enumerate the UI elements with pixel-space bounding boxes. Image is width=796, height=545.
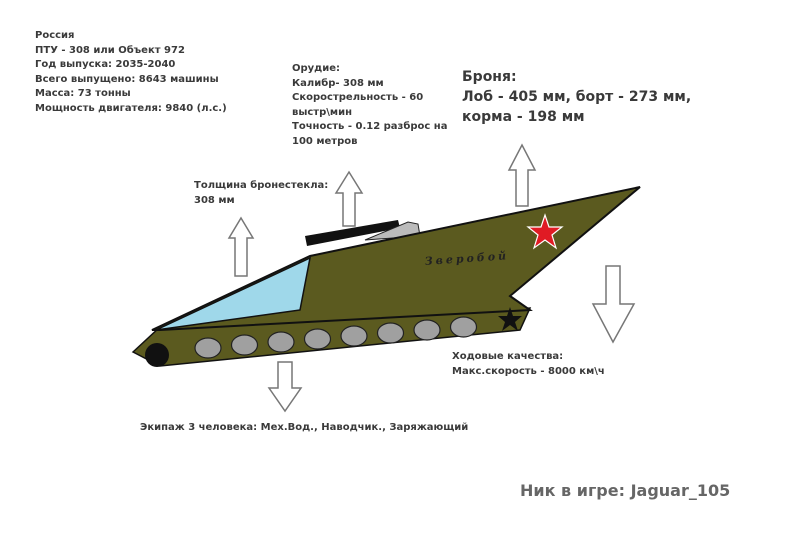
- nickname: Ник в игре: Jaguar_105: [520, 481, 731, 500]
- gun-barrel: [305, 220, 400, 246]
- spec-line: Всего выпущено: 8643 машины: [35, 73, 219, 85]
- glass-line: Толщина бронестекла:: [194, 180, 329, 191]
- gun-line: Орудие:: [292, 63, 341, 74]
- armor-line: Броня:: [462, 69, 517, 85]
- road-wheel: [194, 337, 222, 359]
- armor-line: Лоб - 405 мм, борт - 273 мм,: [462, 89, 692, 105]
- road-wheel: [413, 319, 441, 341]
- spec-line: Россия: [35, 30, 75, 41]
- red-star-icon: [526, 213, 564, 250]
- arrow-up-armor-icon: [507, 143, 537, 207]
- road-wheel: [340, 325, 368, 347]
- gun-line: выстр\мин: [292, 106, 352, 118]
- gun-line: Калибр- 308 мм: [292, 77, 384, 89]
- road-wheel: [449, 316, 478, 338]
- spec-line: Год выпуска: 2035-2040: [35, 59, 176, 70]
- tank-name: Зверобой: [424, 249, 509, 268]
- road-wheel: [376, 322, 405, 344]
- road-wheel: [303, 328, 332, 350]
- gun-line: Точность - 0.12 разброс на: [292, 121, 448, 132]
- glass-line: 308 мм: [194, 194, 235, 206]
- road-wheel: [267, 331, 295, 353]
- gun-line: 100 метров: [292, 135, 358, 147]
- arrow-up-gun-icon: [334, 170, 364, 227]
- mobility-block: Ходовые качества: Макс.скорость - 8000 к…: [452, 350, 605, 379]
- spec-line: ПТУ - 308 или Объект 972: [35, 44, 185, 56]
- road-wheel: [230, 334, 259, 356]
- black-star-icon: [498, 307, 522, 331]
- spec-line: Мощность двигателя: 9840 (л.с.): [35, 102, 227, 114]
- gun-line: Скорострельность - 60: [292, 92, 424, 103]
- mobility-line: Макс.скорость - 8000 км\ч: [452, 365, 605, 377]
- armor-block: Броня: Лоб - 405 мм, борт - 273 мм, корм…: [462, 67, 691, 127]
- arrow-down-mobility-icon: [591, 265, 636, 344]
- glass-block: Толщина бронестекла: 308 мм: [194, 179, 328, 208]
- mobility-line: Ходовые качества:: [452, 351, 564, 362]
- spec-line: Масса: 73 тонны: [35, 88, 131, 99]
- gun-block: Орудие: Калибр- 308 мм Скорострельность …: [292, 62, 447, 149]
- specs-block: Россия ПТУ - 308 или Объект 972 Год выпу…: [35, 29, 227, 116]
- glass: [155, 256, 312, 331]
- arrow-down-crew-icon: [267, 361, 303, 413]
- arrow-up-glass-icon: [227, 216, 255, 277]
- armor-line: корма - 198 мм: [462, 109, 585, 125]
- front-wheel: [145, 343, 169, 367]
- crew-text: Экипаж 3 человека: Мех.Вод., Наводчик., …: [140, 422, 469, 433]
